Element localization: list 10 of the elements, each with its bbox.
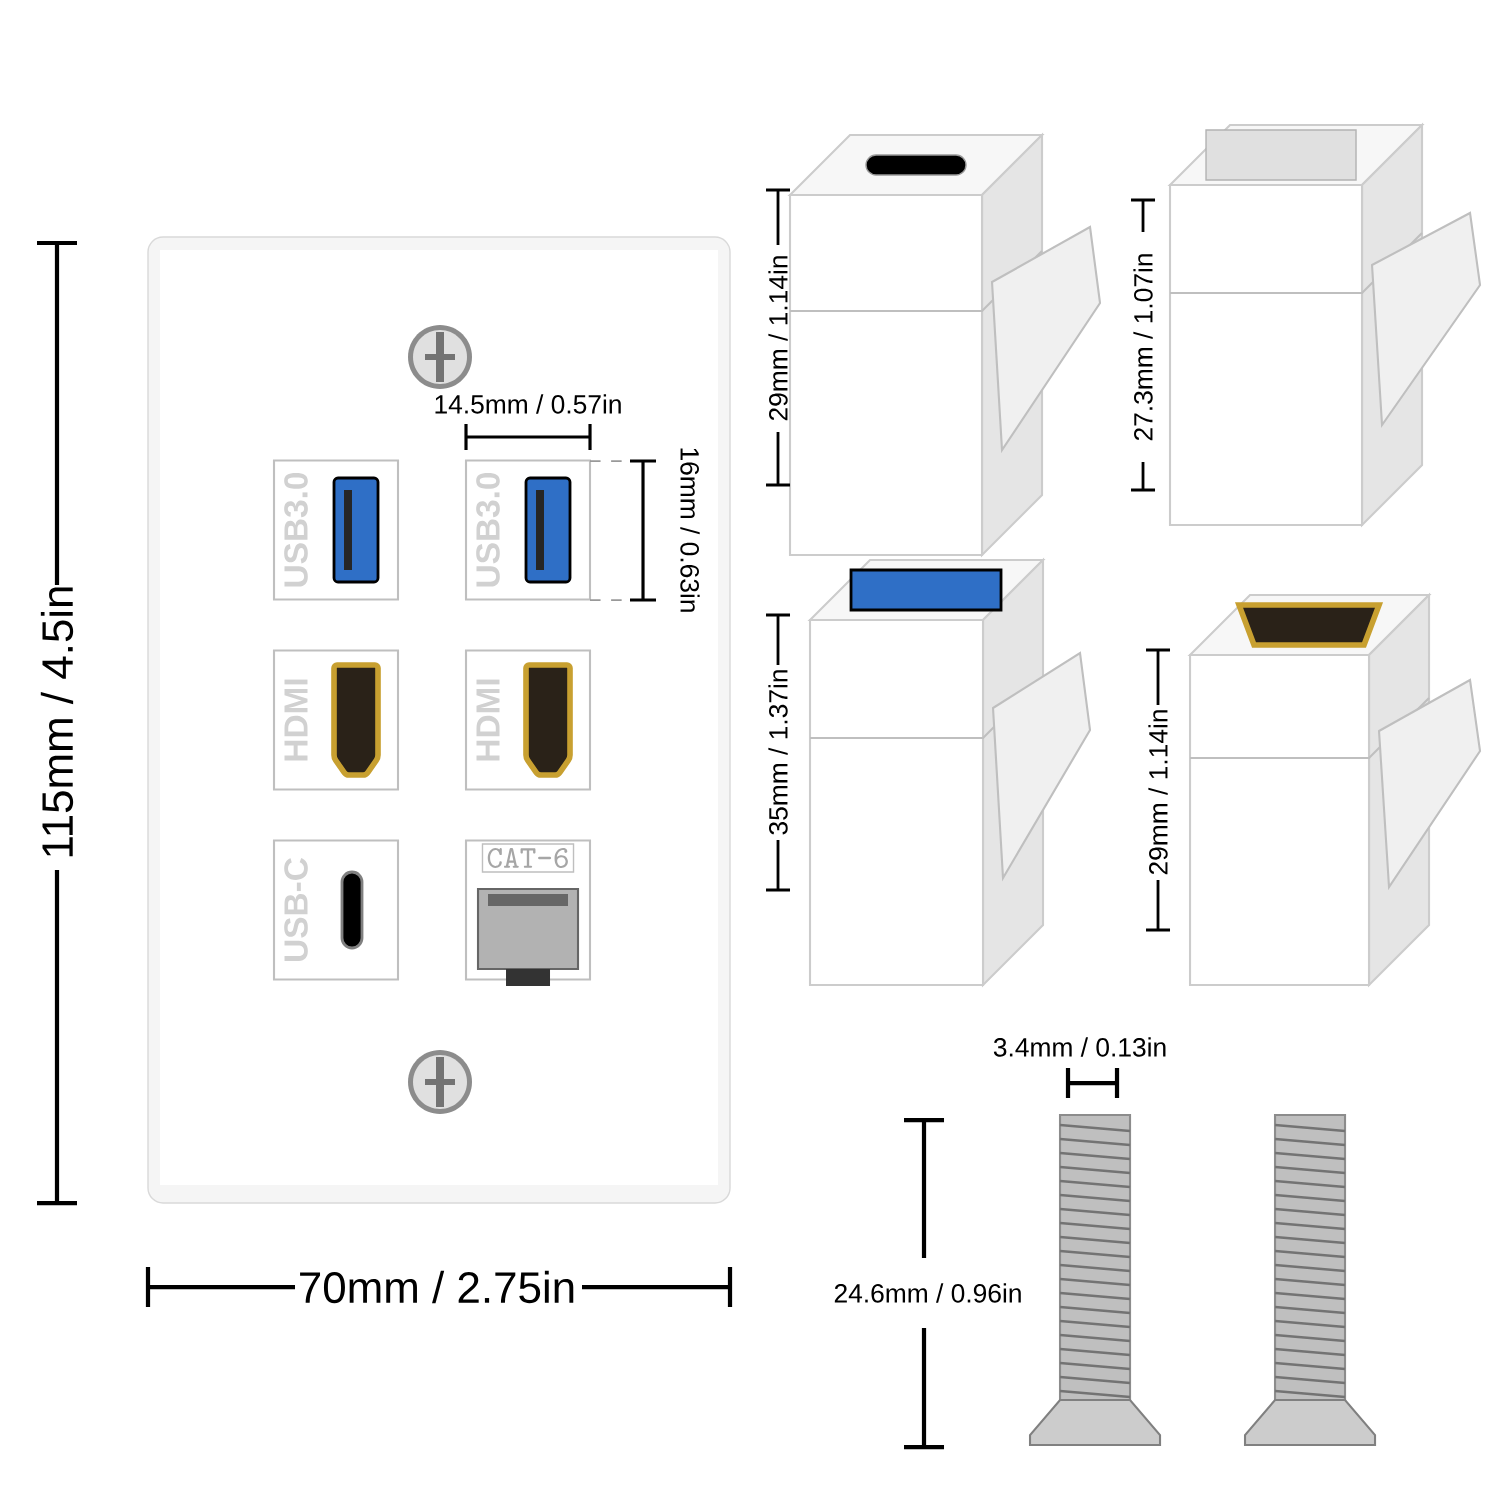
dimension-label: 29mm / 1.14in [768, 256, 788, 421]
dimension-label: 115mm / 4.5in [40, 587, 74, 857]
dimension-label: 35mm / 1.37in [768, 670, 788, 835]
dimension-label: 29mm / 1.14in [1148, 710, 1168, 875]
dimension-label: 70mm / 2.75in [300, 1270, 574, 1304]
dimension-label: 14.5mm / 0.57in [435, 394, 621, 414]
dimension-label: 27.3mm / 1.07in [1133, 254, 1153, 441]
dimension-label: 3.4mm / 0.13in [993, 1037, 1166, 1057]
dimension-label: 16mm / 0.63in [680, 448, 700, 612]
dimension-label: 24.6mm / 0.96in [834, 1283, 1021, 1303]
